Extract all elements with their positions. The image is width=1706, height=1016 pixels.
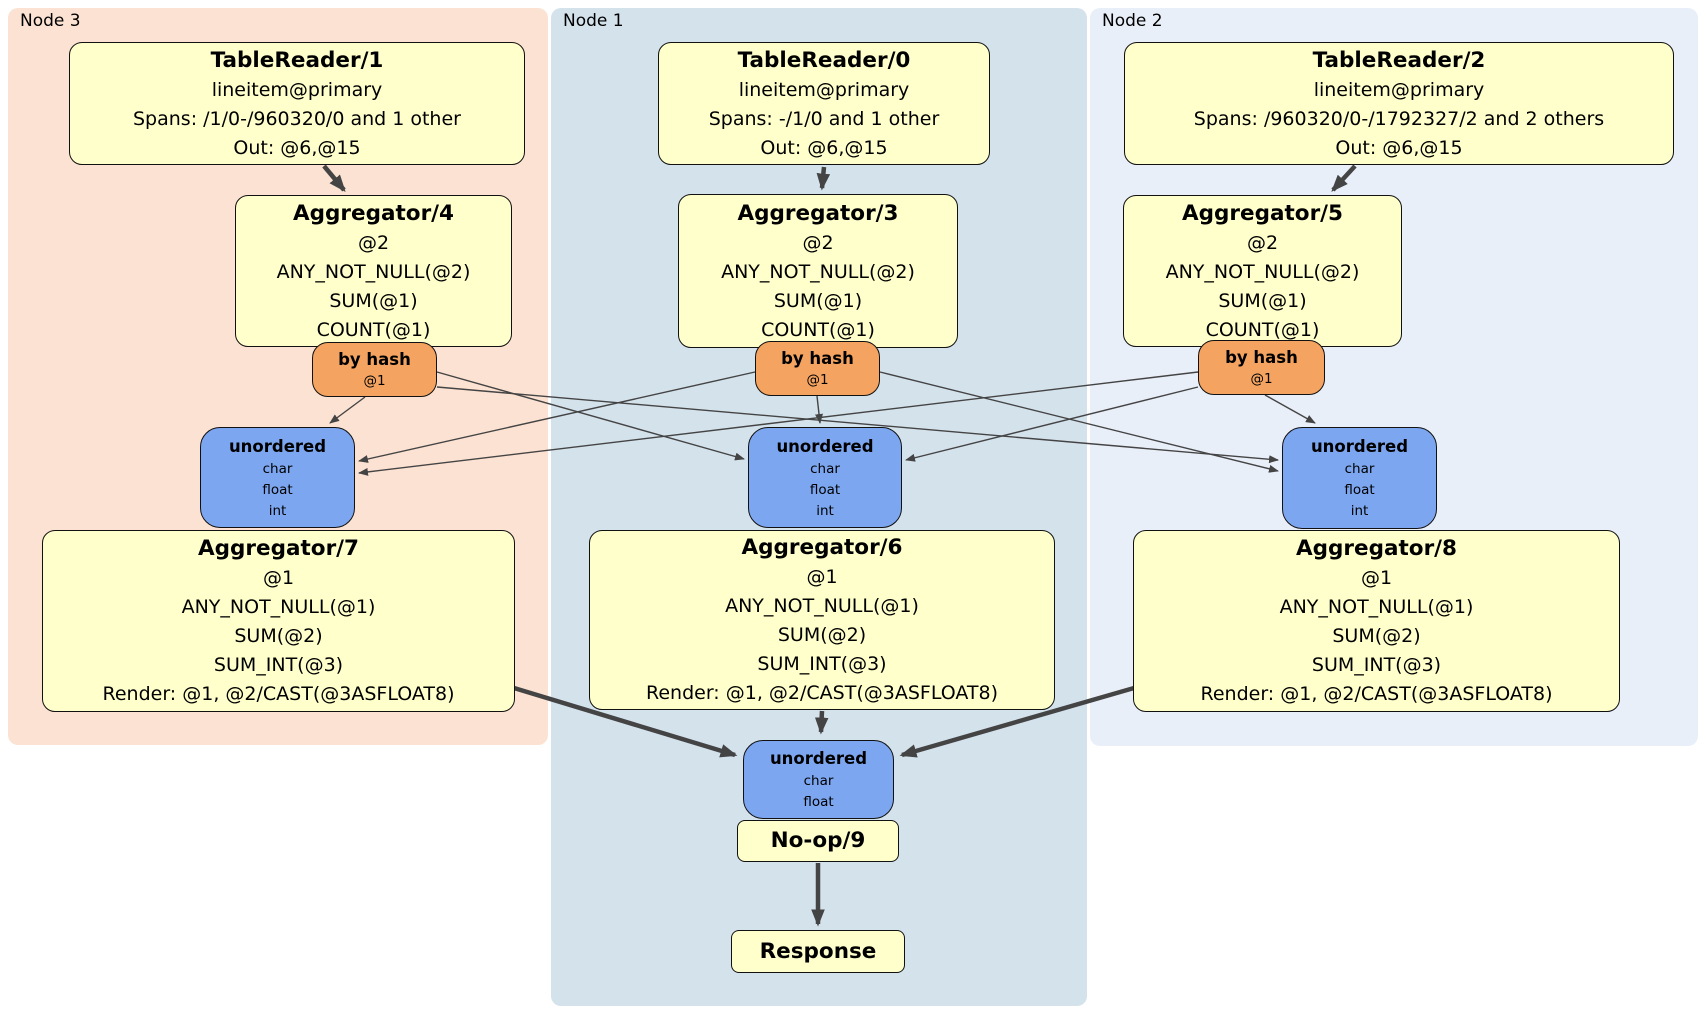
processor-detail: SUM_INT(@3) xyxy=(757,653,887,675)
processor-detail: ANY_NOT_NULL(@1) xyxy=(1279,596,1474,618)
processor-detail: Out: @6,@15 xyxy=(1335,136,1463,159)
processor-detail: Spans: /960320/0-/1792327/2 and 2 others xyxy=(1193,107,1605,130)
processor-title: TableReader/1 xyxy=(210,47,384,73)
sync-unordered-7: unordered char float int xyxy=(200,427,355,528)
sync-unordered-8: unordered char float int xyxy=(1282,427,1437,529)
processor-aggregator-5: Aggregator/5 @2 ANY_NOT_NULL(@2) SUM(@1)… xyxy=(1123,195,1402,347)
sync-column-type: float xyxy=(1344,482,1375,498)
response-node: Response xyxy=(731,930,905,973)
processor-detail: SUM(@1) xyxy=(1218,289,1307,312)
processor-title: Aggregator/5 xyxy=(1182,200,1343,226)
processor-detail: lineitem@primary xyxy=(211,78,383,101)
processor-title: TableReader/0 xyxy=(737,47,911,73)
processor-detail: ANY_NOT_NULL(@1) xyxy=(725,595,919,617)
processor-title: Aggregator/7 xyxy=(198,536,359,561)
processor-title: Aggregator/8 xyxy=(1296,536,1457,561)
router-title: by hash xyxy=(338,350,411,369)
node-group-1-label: Node 1 xyxy=(563,11,624,31)
sync-column-type: float xyxy=(809,481,841,498)
sync-unordered-final: unordered char float xyxy=(743,740,894,819)
router-by-hash-5: by hash @1 xyxy=(1198,340,1325,395)
processor-detail: SUM_INT(@3) xyxy=(1311,654,1442,676)
processor-detail: COUNT(@1) xyxy=(761,318,875,341)
router-columns: @1 xyxy=(806,372,829,388)
router-by-hash-4: by hash @1 xyxy=(312,342,437,397)
processor-tablereader-2: TableReader/2 lineitem@primary Spans: /9… xyxy=(1124,42,1674,165)
processor-detail: ANY_NOT_NULL(@2) xyxy=(721,260,915,283)
node-group-3-label: Node 3 xyxy=(20,11,81,31)
processor-detail: COUNT(@1) xyxy=(316,318,431,341)
processor-detail: @2 xyxy=(802,231,834,254)
processor-detail: Out: @6,@15 xyxy=(760,136,888,159)
processor-detail: SUM(@2) xyxy=(1332,625,1421,647)
processor-detail: Spans: -/1/0 and 1 other xyxy=(708,107,940,130)
processor-tablereader-0: TableReader/0 lineitem@primary Spans: -/… xyxy=(658,42,990,165)
processor-detail: SUM(@1) xyxy=(329,289,418,312)
sync-unordered-6: unordered char float int xyxy=(748,427,902,528)
processor-tablereader-1: TableReader/1 lineitem@primary Spans: /1… xyxy=(69,42,525,165)
processor-detail: SUM(@2) xyxy=(777,624,867,646)
node-group-2-label: Node 2 xyxy=(1102,11,1163,31)
processor-noop-9: No-op/9 xyxy=(737,820,899,862)
processor-detail: lineitem@primary xyxy=(1313,78,1485,101)
processor-detail: lineitem@primary xyxy=(738,78,910,101)
processor-detail: ANY_NOT_NULL(@2) xyxy=(1165,260,1360,283)
router-title: by hash xyxy=(781,349,854,368)
processor-detail: @2 xyxy=(357,231,390,254)
processor-detail: SUM(@2) xyxy=(234,625,323,647)
response-title: Response xyxy=(759,938,877,964)
processor-detail: @1 xyxy=(262,567,295,589)
processor-detail: Render: @1, @2/CAST(@3ASFLOAT8) xyxy=(1200,683,1553,705)
processor-aggregator-6: Aggregator/6 @1 ANY_NOT_NULL(@1) SUM(@2)… xyxy=(589,530,1055,710)
router-by-hash-3: by hash @1 xyxy=(755,341,880,396)
processor-detail: @1 xyxy=(806,566,838,588)
router-columns: @1 xyxy=(363,373,386,389)
processor-title: Aggregator/3 xyxy=(737,200,899,226)
processor-aggregator-8: Aggregator/8 @1 ANY_NOT_NULL(@1) SUM(@2)… xyxy=(1133,530,1620,712)
sync-column-type: int xyxy=(1350,503,1369,519)
processor-detail: Spans: /1/0-/960320/0 and 1 other xyxy=(133,107,461,130)
sync-column-type: float xyxy=(262,481,293,498)
sync-column-type: char xyxy=(810,460,840,477)
processor-title: Aggregator/6 xyxy=(741,535,903,560)
processor-detail: COUNT(@1) xyxy=(1205,318,1320,341)
sync-column-type: int xyxy=(816,502,834,519)
processor-aggregator-7: Aggregator/7 @1 ANY_NOT_NULL(@1) SUM(@2)… xyxy=(42,530,515,712)
sync-column-type: int xyxy=(268,502,287,519)
processor-detail: ANY_NOT_NULL(@2) xyxy=(276,260,471,283)
processor-detail: @1 xyxy=(1360,567,1393,589)
sync-title: unordered xyxy=(776,436,874,456)
router-columns: @1 xyxy=(1250,371,1273,387)
processor-detail: Render: @1, @2/CAST(@3ASFLOAT8) xyxy=(646,682,998,704)
sync-title: unordered xyxy=(769,749,868,768)
processor-detail: SUM_INT(@3) xyxy=(213,654,344,676)
sync-column-type: char xyxy=(803,773,834,789)
router-title: by hash xyxy=(1225,348,1298,367)
processor-detail: ANY_NOT_NULL(@1) xyxy=(181,596,376,618)
sync-title: unordered xyxy=(1310,437,1409,456)
processor-title: Aggregator/4 xyxy=(293,200,454,226)
sync-column-type: char xyxy=(1344,461,1375,477)
sync-title: unordered xyxy=(228,436,327,456)
processor-detail: Out: @6,@15 xyxy=(233,136,361,159)
processor-title: TableReader/2 xyxy=(1312,47,1486,73)
processor-aggregator-3: Aggregator/3 @2 ANY_NOT_NULL(@2) SUM(@1)… xyxy=(678,194,958,348)
processor-detail: SUM(@1) xyxy=(773,289,863,312)
processor-aggregator-4: Aggregator/4 @2 ANY_NOT_NULL(@2) SUM(@1)… xyxy=(235,195,512,347)
processor-title: No-op/9 xyxy=(770,828,866,853)
sync-column-type: char xyxy=(262,460,293,477)
processor-detail: Render: @1, @2/CAST(@3ASFLOAT8) xyxy=(102,683,455,705)
processor-detail: @2 xyxy=(1246,231,1279,254)
sync-column-type: float xyxy=(803,794,834,810)
